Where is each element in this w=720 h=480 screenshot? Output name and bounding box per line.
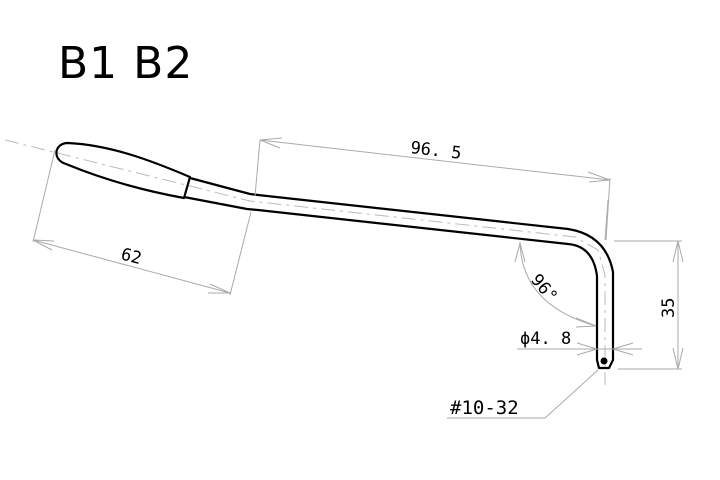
thread-hole — [600, 357, 608, 365]
thread-label: #10-32 — [450, 397, 519, 419]
dimension-drop-height: 35 — [614, 240, 684, 370]
dim-label-handle-length: 62 — [119, 245, 144, 270]
dimension-handle-length: 62 — [32, 149, 252, 296]
arm-tube — [183, 176, 615, 370]
dimension-diameter: ϕ4. 8 — [517, 329, 642, 356]
centerline — [4, 139, 606, 385]
thread-callout: #10-32 — [447, 369, 599, 419]
dim-label-drop-height: 35 — [659, 298, 679, 318]
dim-label-diameter: ϕ4. 8 — [520, 329, 571, 349]
dimension-rod-length: 96. 5 — [254, 137, 611, 241]
dim-label-rod-length: 96. 5 — [409, 138, 462, 164]
handle-grip — [55, 141, 192, 200]
dim-label-bend-angle: 96° — [526, 270, 561, 306]
drawing-title: B1 B2 — [58, 38, 194, 89]
